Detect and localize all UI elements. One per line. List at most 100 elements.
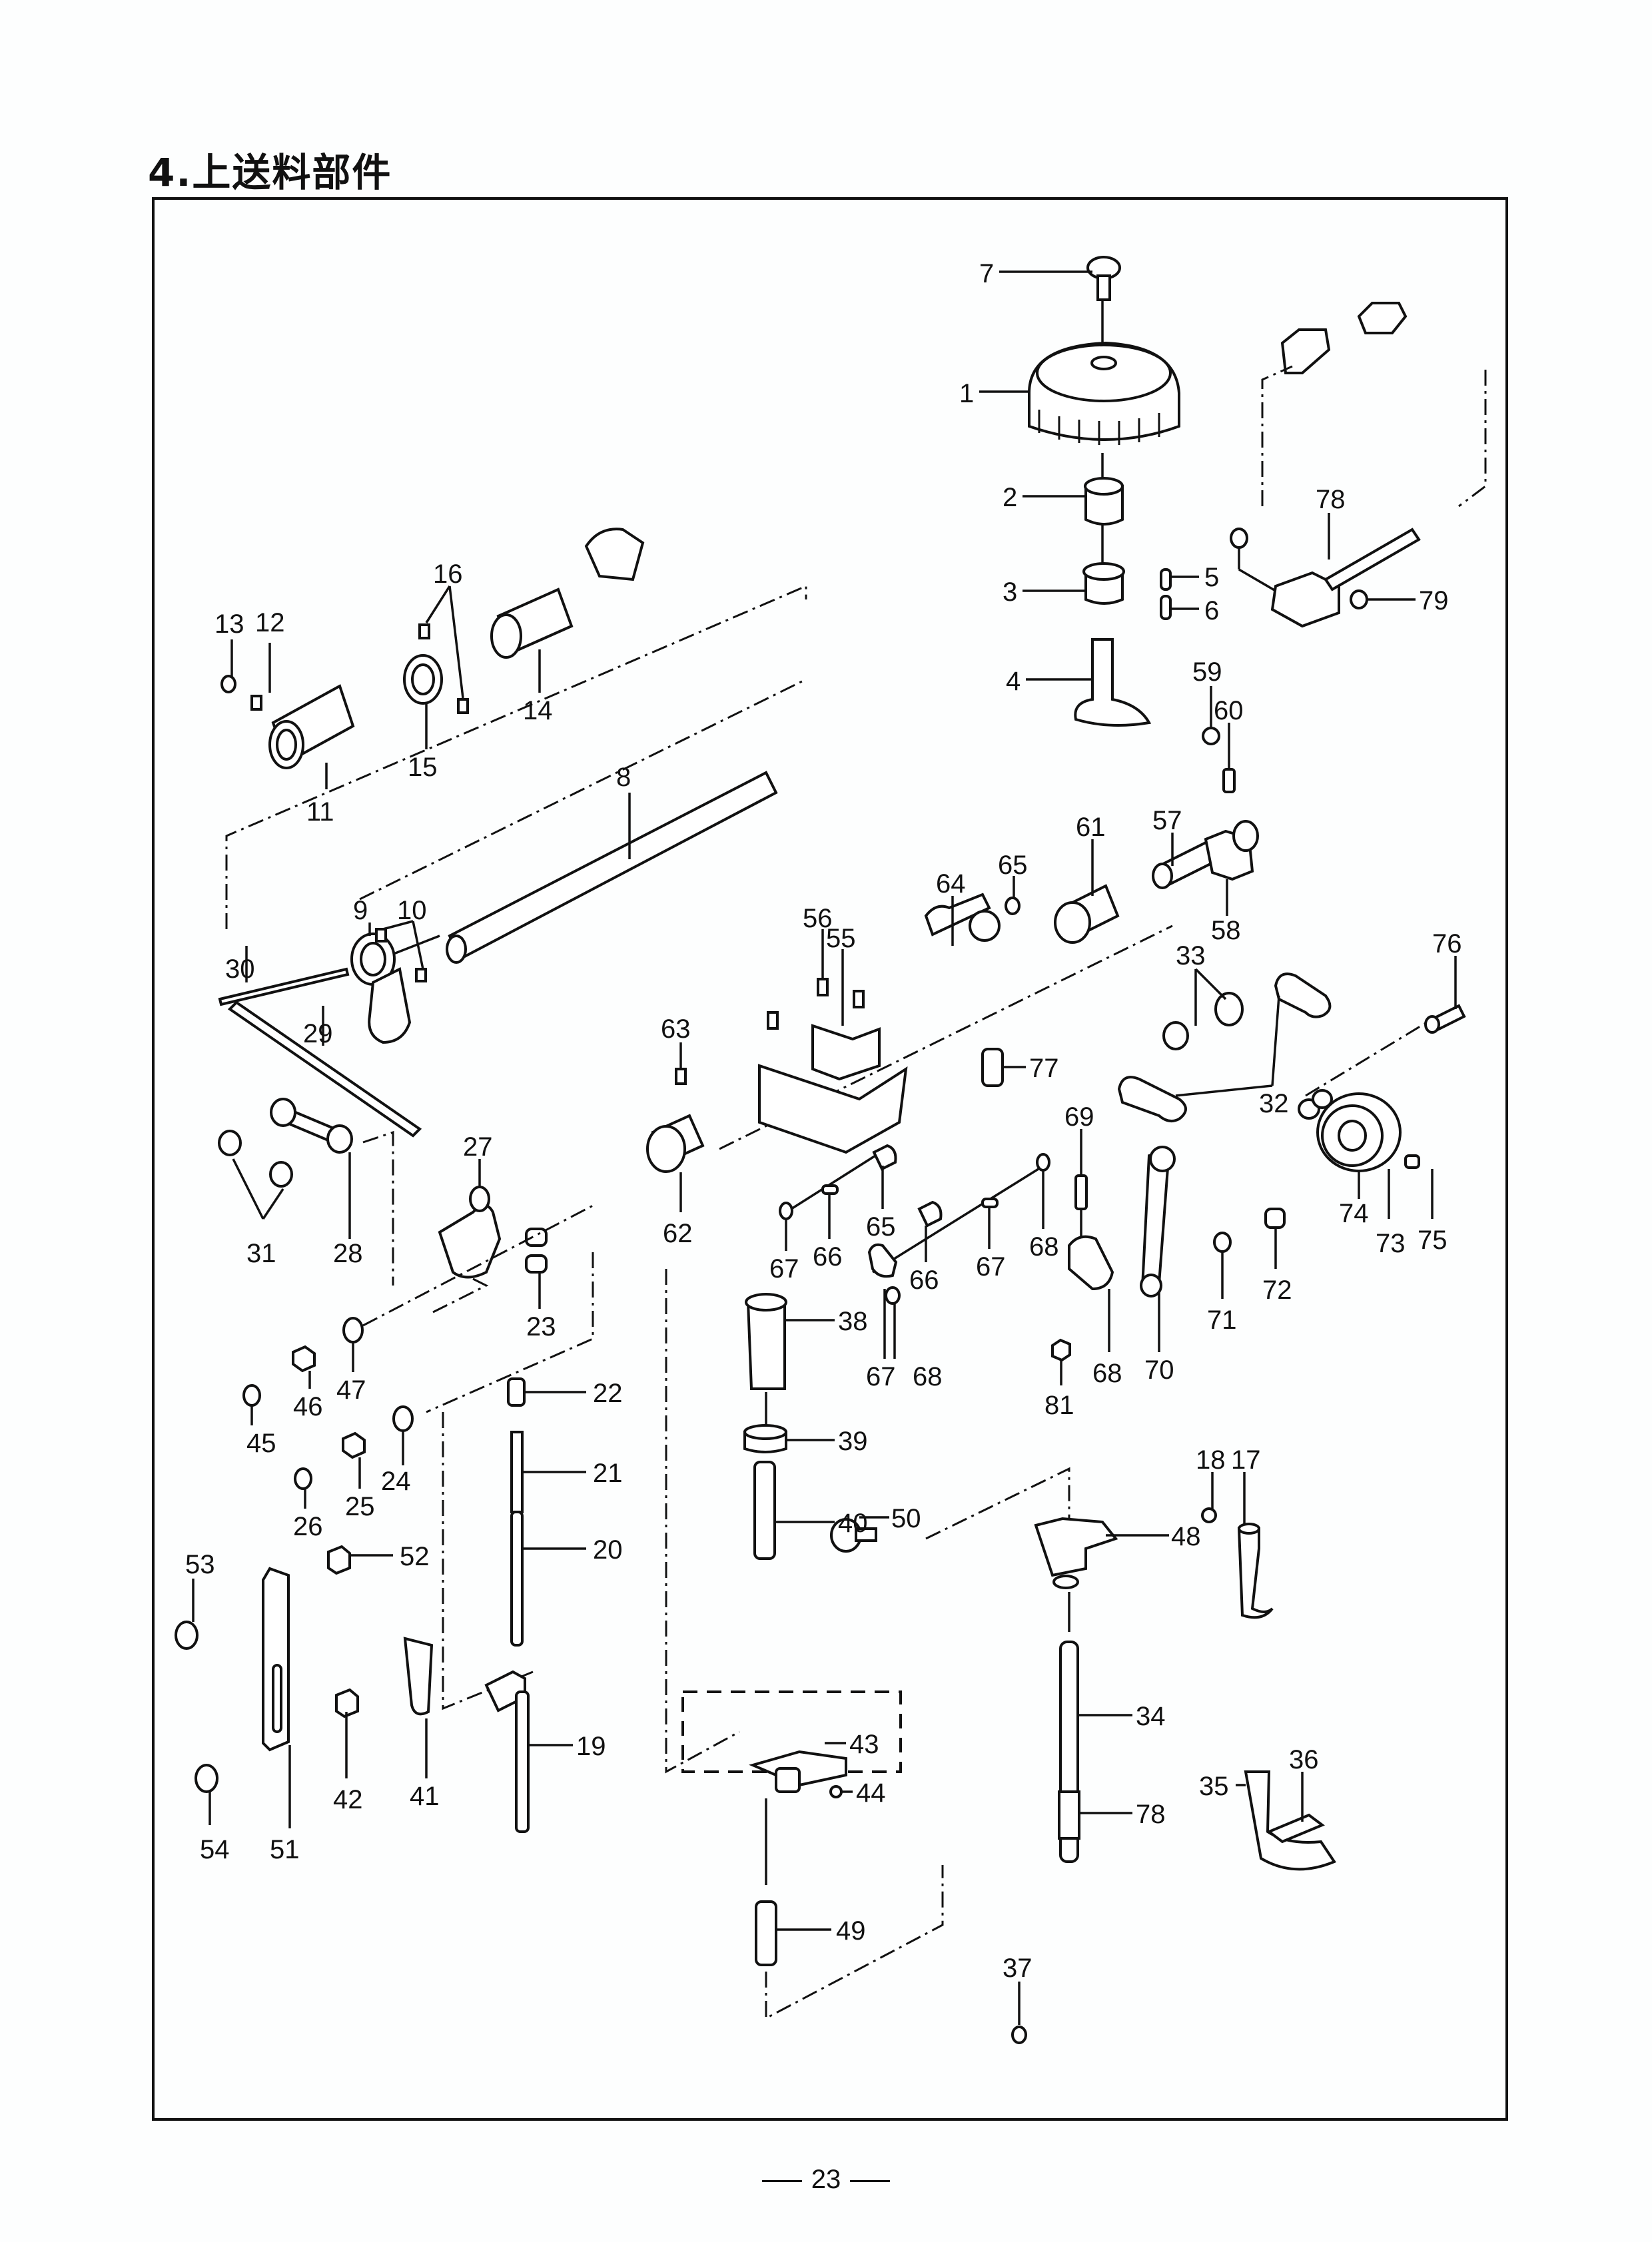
e-ring-68a xyxy=(779,1202,793,1220)
callout-55: 55 xyxy=(826,924,856,953)
guide-48 xyxy=(1034,1517,1118,1577)
regulator-38 xyxy=(746,1301,786,1390)
washer-24 xyxy=(392,1405,414,1432)
foot-35 xyxy=(1244,1770,1337,1871)
link-32b xyxy=(1274,972,1332,1018)
lever-group xyxy=(242,1159,594,1509)
callout-41: 41 xyxy=(410,1782,440,1811)
callout-34: 34 xyxy=(1136,1702,1166,1731)
nut-25 xyxy=(342,1431,366,1459)
connector-b xyxy=(1280,328,1331,374)
callout-72: 69 xyxy=(1064,1102,1094,1132)
diagram-frame xyxy=(152,197,1508,2121)
screw-3 xyxy=(1084,571,1124,605)
bushing-52 xyxy=(327,1545,351,1575)
guide-36 xyxy=(1266,1813,1325,1844)
link-32a xyxy=(1117,1076,1187,1123)
screw-72 xyxy=(1074,1174,1088,1210)
rod-group-19-22 xyxy=(442,1269,740,1833)
feed-block-group xyxy=(646,925,1173,1212)
screw-78 xyxy=(1404,1154,1420,1169)
callout-28: 28 xyxy=(333,1239,363,1268)
callout-39: 39 xyxy=(838,1427,868,1456)
crank-group xyxy=(218,920,440,1286)
page-title: 4.上送料部件 xyxy=(148,150,392,195)
callout-8: 8 xyxy=(616,763,631,792)
e-ring-74 xyxy=(1213,1232,1232,1253)
callout-59: 59 xyxy=(1192,657,1222,687)
foot-17 xyxy=(1237,1527,1274,1619)
callout-27: 27 xyxy=(463,1132,493,1162)
callout-21: 21 xyxy=(593,1459,623,1488)
plate-66b xyxy=(917,1200,943,1228)
eccentric-group xyxy=(924,686,1259,946)
callout-9: 9 xyxy=(353,896,368,925)
set-screw-16a xyxy=(418,623,430,639)
callout-19: 19 xyxy=(576,1732,606,1761)
callout-18: 18 xyxy=(1196,1445,1226,1475)
block-55 xyxy=(758,1064,908,1154)
callout-33: 33 xyxy=(1176,941,1206,970)
connector-a xyxy=(1357,302,1408,334)
feed-shaft-group xyxy=(220,528,807,964)
set-screw-63 xyxy=(675,1068,687,1085)
screw-54 xyxy=(195,1764,218,1793)
callout-46: 46 xyxy=(293,1392,323,1421)
screw-65 xyxy=(1005,897,1021,915)
callout-12: 12 xyxy=(255,608,285,637)
callout-3: 3 xyxy=(1003,577,1017,607)
callout-70: 68 xyxy=(913,1362,943,1391)
nut-46 xyxy=(292,1345,316,1373)
switch-assembly-82-83 xyxy=(1230,302,1487,628)
callout-26: 26 xyxy=(293,1512,323,1541)
page-number-value: 23 xyxy=(811,2165,841,2194)
pin-spring-5-6 xyxy=(1160,568,1199,620)
callout-52: 52 xyxy=(400,1542,430,1571)
page-number-dash-left xyxy=(761,2179,802,2182)
callout-20: 20 xyxy=(593,1535,623,1565)
bushing-2 xyxy=(1084,485,1124,526)
spring-80 xyxy=(981,1048,1004,1087)
callout-68b: 68 xyxy=(1029,1232,1059,1262)
callout-15: 15 xyxy=(408,753,438,782)
rod-19 xyxy=(515,1690,530,1833)
callout-13: 13 xyxy=(214,609,244,639)
page-number-dash-right xyxy=(850,2179,891,2182)
spring-40 xyxy=(753,1461,776,1560)
screw-22 xyxy=(507,1377,526,1407)
spring-21 xyxy=(510,1431,524,1513)
pin-33a xyxy=(1162,1021,1189,1050)
callout-56: 56 xyxy=(803,904,833,933)
callout-44: 44 xyxy=(856,1778,886,1808)
callout-81: 78 xyxy=(1136,1800,1166,1829)
callout-75: 72 xyxy=(1262,1276,1292,1305)
callout-69: 67 xyxy=(866,1362,896,1391)
stud-23b xyxy=(525,1254,548,1274)
callout-62: 62 xyxy=(663,1219,693,1248)
hinge-group-66-70 xyxy=(779,1144,1050,1359)
switch-cable xyxy=(1324,528,1421,591)
set-screw-12 xyxy=(250,695,262,711)
callout-36: 36 xyxy=(1289,1745,1319,1774)
screw-44 xyxy=(829,1785,843,1798)
callout-10: 10 xyxy=(397,896,427,925)
callout-14: 14 xyxy=(523,696,553,725)
sleeve-81 xyxy=(1058,1790,1080,1840)
callout-7: 7 xyxy=(979,259,994,288)
callout-47: 47 xyxy=(336,1375,366,1405)
callout-40: 40 xyxy=(838,1509,868,1538)
plate-group-51 xyxy=(175,1545,434,1828)
cam-group-76-79 xyxy=(1298,956,1466,1219)
callout-61: 61 xyxy=(1076,813,1106,842)
callout-2: 2 xyxy=(1003,483,1017,512)
nut-84 xyxy=(1051,1338,1071,1362)
screw-45 xyxy=(242,1384,261,1407)
ball-59 xyxy=(1202,727,1220,745)
callout-1: 1 xyxy=(959,379,974,408)
callout-16: 16 xyxy=(433,560,463,589)
screw-31a xyxy=(218,1130,242,1156)
lever-41 xyxy=(403,1637,434,1716)
bracket-top xyxy=(584,528,645,581)
washer-47 xyxy=(342,1317,364,1343)
